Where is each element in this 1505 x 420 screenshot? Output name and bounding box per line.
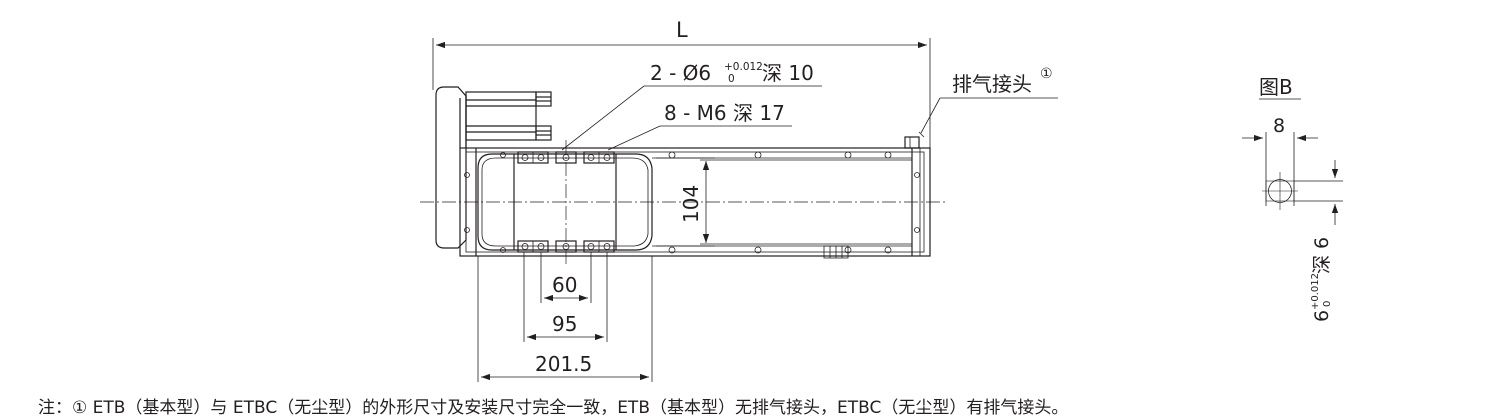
air-connector-marker: ① [1040,66,1053,82]
figure-b-title: 图B [1259,75,1293,99]
cable-clip [823,245,849,259]
callout-pin-holes: 2 - Ø6 +0.012 0 深 10 [650,61,814,85]
dimension-201-5 [477,256,653,382]
callout-thread-holes: 8 - M6 深 17 [664,101,785,125]
label-l: L [676,18,688,42]
footnote: 注：① ETB（基本型）与 ETBC（无尘型）的外形尺寸及安装尺寸完全一致，ET… [38,398,1069,418]
label-8: 8 [1273,115,1285,137]
dimension-60 [540,252,592,303]
label-201-5: 201.5 [535,352,592,376]
figure-b-depth-label: 6 +0.012 0 深 6 [1310,237,1333,322]
dimension-l [432,38,931,148]
label-95: 95 [552,312,577,336]
center-lines [420,140,945,265]
dimension-104 [656,157,715,247]
hole-size: 6 [1311,310,1333,322]
mounting-holes [464,151,920,254]
leader-lines [561,85,1058,151]
hole-tol-upper: +0.012 [1310,273,1321,310]
figure-b [1242,98,1343,225]
motor-assembly [435,86,552,249]
air-connector-fitting [904,131,925,149]
pin-holes-prefix: 2 - Ø6 [650,61,711,85]
pin-holes-tol-lower: 0 [728,73,735,85]
hole-tol-lower: 0 [1322,301,1333,307]
callout-air-connector: 排气接头 ① [952,66,1053,96]
label-104: 104 [679,185,703,223]
air-connector-label: 排气接头 [952,72,1032,96]
pin-holes-tol-upper: +0.012 [724,61,763,73]
pin-holes-suffix: 深 10 [762,61,814,85]
dimension-95 [523,252,608,342]
label-60: 60 [552,273,577,297]
hole-depth: 深 6 [1311,237,1333,274]
